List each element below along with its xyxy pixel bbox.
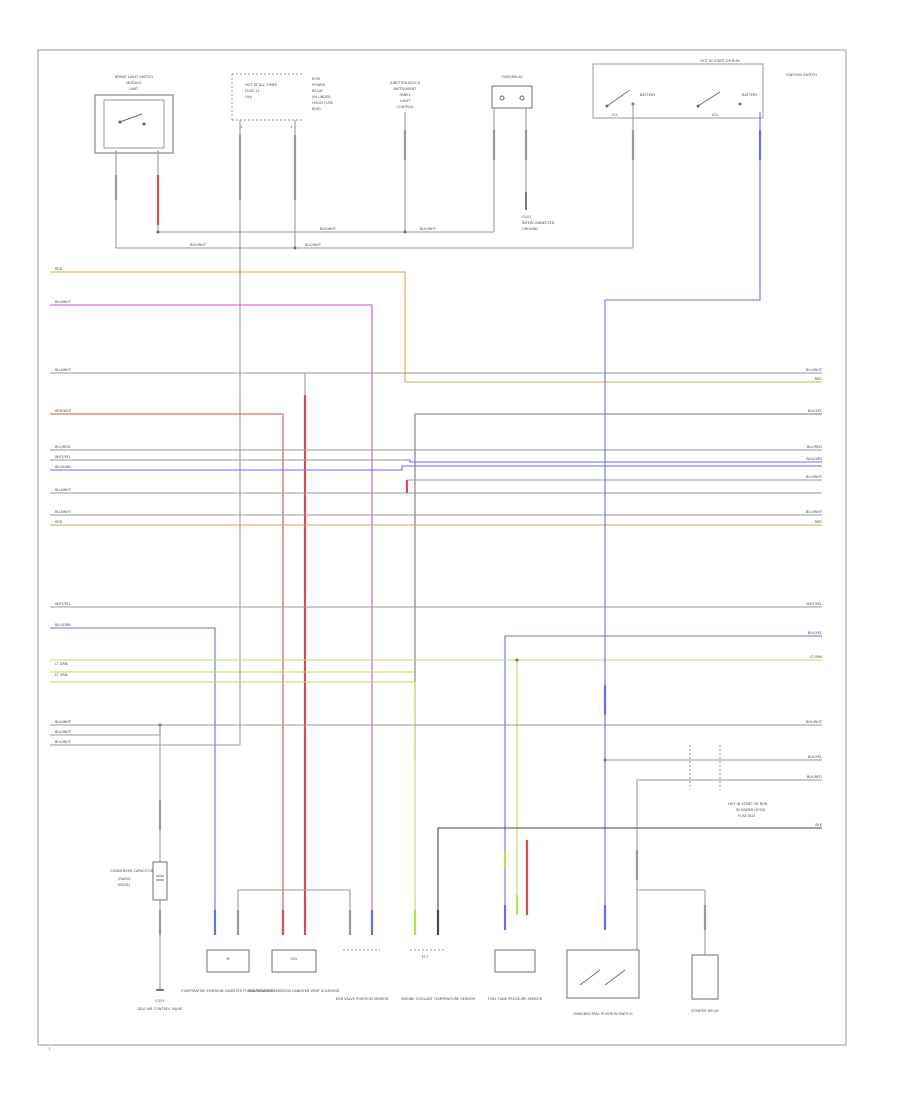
component-label: EVAPORATIVE EMISSION CANISTER PURGE SOLE… xyxy=(181,989,274,993)
svg-text:BLK: BLK xyxy=(815,823,822,827)
svg-text:BOX): BOX) xyxy=(312,107,321,111)
svg-text:INSTRUMENT: INSTRUMENT xyxy=(394,87,418,91)
component-label: STARTER RELAY xyxy=(691,1009,719,1013)
svg-text:1: 1 xyxy=(290,125,292,129)
svg-text:FUSE 12: FUSE 12 xyxy=(245,89,260,93)
svg-text:INTERCONNECTED: INTERCONNECTED xyxy=(522,221,555,225)
svg-text:ECT: ECT xyxy=(422,955,430,959)
component-label: FUEL TANK PRESSURE SENSOR xyxy=(488,997,543,1001)
component-label: ENGINE COOLANT TEMPERATURE SENSOR xyxy=(401,997,475,1001)
svg-text:BLU/WHT: BLU/WHT xyxy=(55,488,72,492)
svg-text:BATTERY: BATTERY xyxy=(640,93,656,97)
svg-text:WHT/YEL: WHT/YEL xyxy=(55,602,71,606)
svg-text:IG1: IG1 xyxy=(612,113,618,117)
svg-text:MODULE: MODULE xyxy=(126,81,141,85)
brake-light-switch xyxy=(94,94,174,154)
svg-text:WHT/YEL: WHT/YEL xyxy=(55,455,71,459)
svg-text:SOL: SOL xyxy=(291,957,298,961)
svg-text:BLU/WHT: BLU/WHT xyxy=(55,368,72,372)
svg-text:1: 1 xyxy=(240,125,242,129)
svg-text:CONTROL: CONTROL xyxy=(396,105,413,109)
condenser xyxy=(152,861,168,901)
svg-text:15A: 15A xyxy=(245,95,252,99)
svg-text:BLU/WHT: BLU/WHT xyxy=(806,475,823,479)
svg-text:WHT/YEL: WHT/YEL xyxy=(806,602,822,606)
svg-text:HOOD FUSE: HOOD FUSE xyxy=(312,101,333,105)
right-wire-labels: BLU/WHT RED BLK/YEL BLU/RED BLU/GRN BLU/… xyxy=(806,368,823,827)
top-right-label: HOT IN START OR RUN xyxy=(700,59,740,63)
svg-text:RED: RED xyxy=(815,377,823,381)
right-mid-label: HOT IN START OR RUN xyxy=(728,802,768,806)
svg-text:BLK/RED: BLK/RED xyxy=(807,775,822,779)
svg-text:BLK/WHT: BLK/WHT xyxy=(55,740,72,744)
svg-text:BLK/WHT: BLK/WHT xyxy=(55,730,72,734)
svg-text:BLK/YEL: BLK/YEL xyxy=(808,409,822,413)
wire-label: BLK/WHT xyxy=(305,243,322,247)
svg-text:PANEL: PANEL xyxy=(399,93,410,97)
svg-text:BLU/WHT: BLU/WHT xyxy=(55,300,72,304)
svg-text:RED/WHT: RED/WHT xyxy=(55,409,73,413)
svg-text:BLU/WHT: BLU/WHT xyxy=(806,510,823,514)
svg-text:LT GRN: LT GRN xyxy=(55,662,68,666)
svg-text:(IN UNDER-: (IN UNDER- xyxy=(312,95,333,99)
wire-label: BLK/WHT xyxy=(420,227,437,231)
junction-label: JUNCTION BLOCK xyxy=(389,81,421,85)
svg-text:FUSE/RELAY: FUSE/RELAY xyxy=(501,75,523,79)
svg-text:RED: RED xyxy=(55,267,63,271)
svg-text:BLK/YEL: BLK/YEL xyxy=(808,755,822,759)
svg-text:LT GRN: LT GRN xyxy=(55,673,68,677)
diagram-frame xyxy=(37,49,847,1046)
condenser-label: CONDENSER CAPACITOR xyxy=(110,869,154,873)
page-id: 1 xyxy=(48,1047,50,1051)
wire-label: BLK/WHT xyxy=(320,227,337,231)
svg-text:BLU/RED: BLU/RED xyxy=(55,445,71,449)
ground-label: G101 xyxy=(522,215,531,219)
top-wiring: BLK/WHT BLK/WHT BLK/WHT BLK/WHT xyxy=(114,104,635,745)
wire-label: BLK/WHT xyxy=(190,243,207,247)
svg-text:BLU/RED: BLU/RED xyxy=(807,445,823,449)
svg-text:NOISE): NOISE) xyxy=(118,883,131,887)
component-label: EGR VALVE POSITION SENSOR xyxy=(336,997,389,1001)
top-right-side-label: IGNITION SWITCH xyxy=(786,73,817,77)
svg-text:RED: RED xyxy=(815,520,823,524)
svg-text:(RADIO: (RADIO xyxy=(118,877,131,881)
svg-text:LT GRN: LT GRN xyxy=(810,655,823,659)
svg-text:BLU/GRN: BLU/GRN xyxy=(55,465,71,469)
svg-text:POWER: POWER xyxy=(312,83,326,87)
ecm-note: ECM xyxy=(312,77,320,81)
left-wire-labels: RED BLU/WHT BLU/WHT RED/WHT BLU/RED WHT/… xyxy=(55,267,73,744)
bus-wires: HOT IN START OR RUN IN UNDER-HOOD FUSE B… xyxy=(50,112,822,990)
svg-text:BLU/GRN: BLU/GRN xyxy=(806,457,822,461)
svg-text:BLU/WHT: BLU/WHT xyxy=(806,368,823,372)
component-label: IDLE AIR CONTROL VALVE xyxy=(138,1007,183,1011)
svg-text:BLU/GRN: BLU/GRN xyxy=(55,623,71,627)
svg-text:LIGHT: LIGHT xyxy=(400,99,411,103)
svg-text:BATTERY: BATTERY xyxy=(742,93,758,97)
svg-text:GROUND: GROUND xyxy=(522,227,538,231)
svg-text:RELAY: RELAY xyxy=(312,89,324,93)
svg-text:RED: RED xyxy=(55,520,63,524)
svg-text:M: M xyxy=(226,957,229,961)
top-components: BRAKE LIGHT SWITCH MODULE UNIT HOT AT AL… xyxy=(94,59,817,231)
svg-text:IG1: IG1 xyxy=(712,113,718,117)
component-label: PARK/NEUTRAL POSITION SWITCH xyxy=(574,1012,633,1016)
component-label: EVAPORATIVE EMISSION CANISTER VENT SOLEN… xyxy=(249,989,340,993)
fuse-label: HOT AT ALL TIMES xyxy=(245,83,278,87)
ground-bottom-label: G101 xyxy=(155,999,164,1003)
svg-text:FUSE BOX: FUSE BOX xyxy=(738,814,756,818)
relay-label: BRAKE LIGHT SWITCH xyxy=(115,75,153,79)
svg-text:BLU/WHT: BLU/WHT xyxy=(55,510,72,514)
bottom-components: CONDENSER CAPACITOR (RADIO NOISE) G101 M… xyxy=(110,861,720,1016)
svg-text:BLK/WHT: BLK/WHT xyxy=(806,720,823,724)
svg-text:UNIT: UNIT xyxy=(130,87,139,91)
svg-text:BLK/WHT: BLK/WHT xyxy=(55,720,72,724)
svg-text:IN UNDER-HOOD: IN UNDER-HOOD xyxy=(736,808,766,812)
svg-text:BLK/YEL: BLK/YEL xyxy=(808,631,822,635)
